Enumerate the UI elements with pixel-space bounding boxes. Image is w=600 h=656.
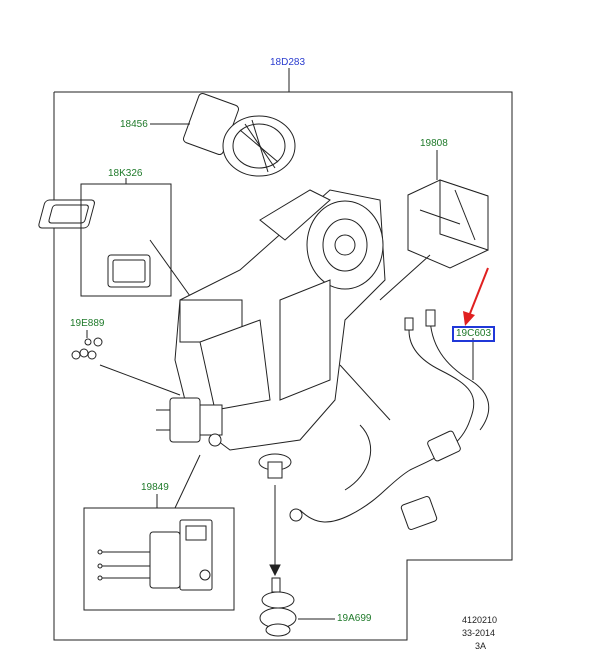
blower-fan-part bbox=[183, 93, 296, 177]
reference-date: 33-2014 bbox=[462, 628, 496, 638]
drain-part bbox=[258, 453, 292, 479]
assembly-outline bbox=[53, 91, 513, 641]
highlight-arrow bbox=[463, 267, 489, 326]
reference-number: 4120210 bbox=[462, 615, 498, 625]
label-housing: 18D283 bbox=[270, 57, 306, 68]
grommet-part bbox=[259, 577, 297, 637]
actuator-on-housing bbox=[156, 397, 223, 447]
label-sensor-box: 19808 bbox=[420, 138, 448, 149]
label-harness: 19C603 bbox=[452, 326, 496, 342]
o-rings-part bbox=[71, 337, 103, 360]
label-filter: 18K326 bbox=[108, 168, 143, 179]
label-actuator: 19849 bbox=[141, 482, 169, 493]
actuator-group-box bbox=[83, 507, 235, 611]
reference-sheet: 3A bbox=[475, 641, 487, 651]
actuator-part bbox=[97, 519, 213, 591]
label-grommet: 19A699 bbox=[337, 613, 372, 624]
leader-harness-2 bbox=[339, 364, 391, 421]
filter-seal-part bbox=[38, 199, 151, 288]
heater-housing-part bbox=[174, 189, 386, 451]
leader-sensor-2 bbox=[379, 254, 431, 301]
label-orings: 19E889 bbox=[70, 318, 105, 329]
leader-orings bbox=[99, 364, 181, 396]
sensor-box-part bbox=[407, 179, 489, 269]
label-blower: 18456 bbox=[120, 119, 148, 130]
wiring-harness-part bbox=[289, 309, 490, 531]
leader-actuator bbox=[174, 454, 201, 509]
